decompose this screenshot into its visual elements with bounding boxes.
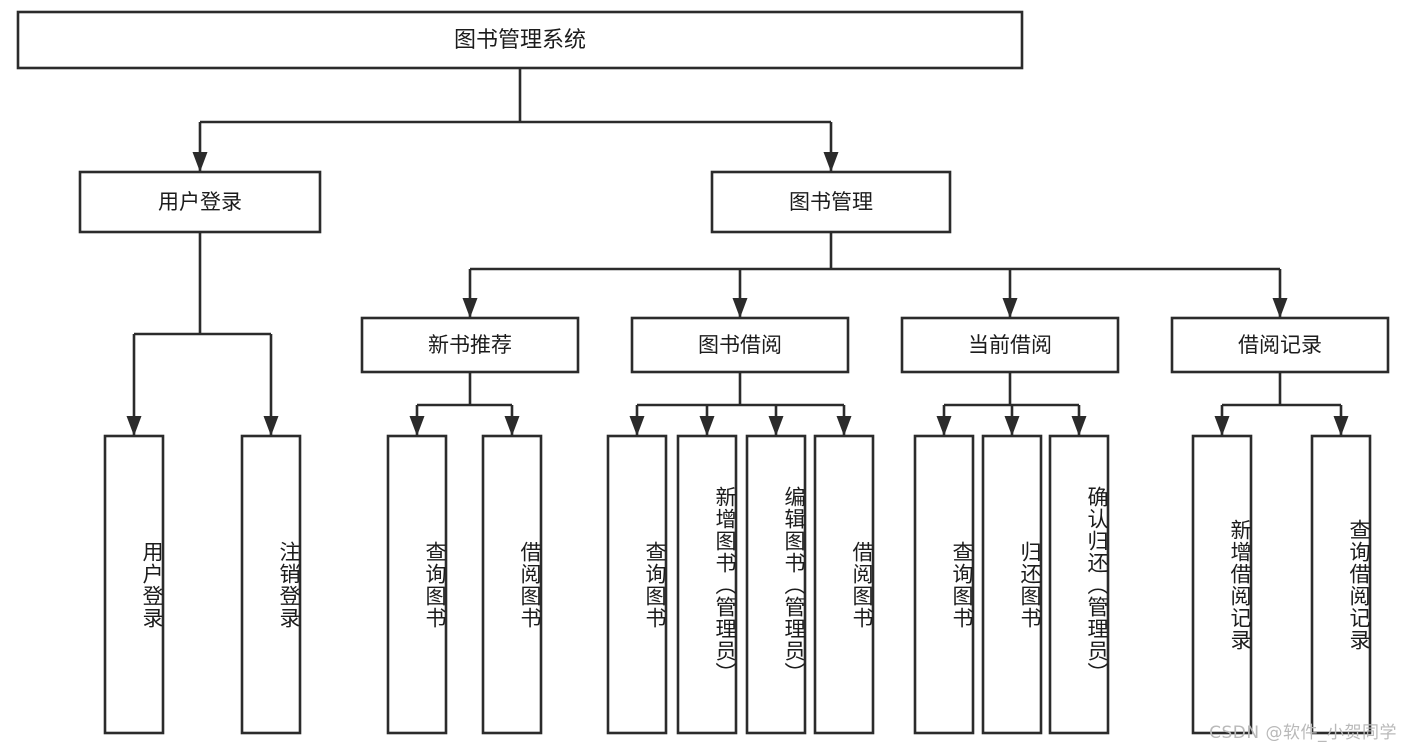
node-label-root: 图书管理系统 [454,28,586,53]
arrow-head [1333,416,1349,436]
arrow-head [126,416,142,436]
arrow-head [462,298,478,318]
node-box-borrow-record[interactable] [1170,316,1390,374]
node-label-user-login: 用户登录 [158,190,242,214]
node-box-confirm-return-admin[interactable] [1048,434,1110,735]
node-box-return-book[interactable] [981,434,1043,735]
node-box-borrow-book-2[interactable] [813,434,875,735]
node-label-new-book-recommend: 新书推荐 [428,333,512,357]
node-box-user-logout[interactable] [240,434,302,735]
arrow-head [732,298,748,318]
node-box-book-management[interactable] [710,170,952,234]
connector-layer [126,68,1349,436]
node-box-query-borrow-record[interactable] [1310,434,1372,735]
arrow-head [504,416,520,436]
arrow-head [836,416,852,436]
watermark: CSDN @软件_小贺同学 [1209,723,1397,743]
node-box-query-book-2[interactable] [606,434,668,735]
node-box-new-book-recommend[interactable] [360,316,580,374]
arrow-head [699,416,715,436]
box-layer [16,10,1390,735]
node-box-query-book-1[interactable] [386,434,448,735]
node-box-add-book-admin[interactable] [676,434,738,735]
arrow-head [823,152,839,172]
arrow-head [1002,298,1018,318]
node-box-book-borrow[interactable] [630,316,850,374]
node-label-book-management: 图书管理 [789,190,873,214]
node-box-user-login[interactable] [78,170,322,234]
node-box-borrow-book-1[interactable] [481,434,543,735]
node-box-root[interactable] [16,10,1024,70]
arrow-head [192,152,208,172]
arrow-head [1004,416,1020,436]
node-box-add-borrow-record[interactable] [1191,434,1253,735]
arrow-head [1071,416,1087,436]
arrow-head [629,416,645,436]
arrow-head [936,416,952,436]
arrow-head [263,416,279,436]
arrow-head [768,416,784,436]
node-label-borrow-record: 借阅记录 [1238,333,1322,357]
node-label-book-borrow: 图书借阅 [698,333,782,357]
node-box-edit-book-admin[interactable] [745,434,807,735]
node-box-user-login-do[interactable] [103,434,165,735]
arrow-head [1214,416,1230,436]
node-label-current-borrow: 当前借阅 [968,333,1052,357]
arrow-head [1272,298,1288,318]
arrow-head [409,416,425,436]
node-box-current-borrow[interactable] [900,316,1120,374]
node-box-query-book-3[interactable] [913,434,975,735]
